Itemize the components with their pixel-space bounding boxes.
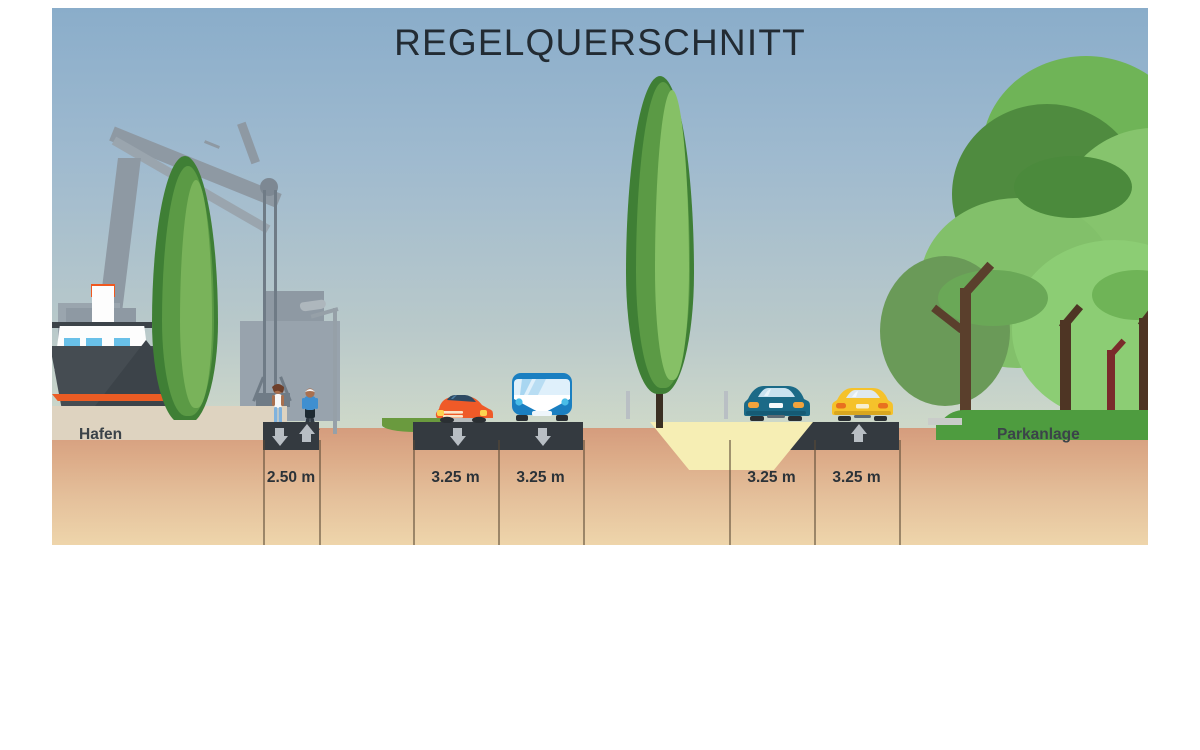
tree-trunk [1139, 318, 1148, 420]
median-post [626, 391, 630, 419]
dimension-label-footpath: 2.50 m [266, 469, 316, 486]
section-divider [583, 440, 585, 545]
section-divider [814, 440, 816, 545]
page-title: REGELQUERSCHNITT [394, 22, 806, 63]
orange-car-rear [431, 387, 493, 423]
tree-trunk [960, 288, 971, 420]
section-divider [263, 440, 265, 545]
section-divider [899, 440, 901, 545]
cross-section-illustration: REGELQUERSCHNITT [52, 8, 1148, 545]
lamp-pole [333, 308, 337, 434]
section-divider [319, 440, 321, 545]
canopy-shadow [1014, 156, 1132, 218]
tree-trunk [656, 390, 663, 428]
ground-cross-section [52, 428, 1148, 545]
tree-crown-light [655, 90, 689, 380]
canopy-shadow [938, 270, 1048, 326]
direction-arrow-down-head [449, 436, 466, 446]
verge-surface [52, 420, 268, 440]
direction-arrow-down-head [271, 436, 288, 446]
direction-arrow-down [453, 428, 462, 438]
direction-arrow-down [275, 428, 284, 438]
tree-trunk-red [1107, 350, 1115, 420]
harbour-label: Hafen [79, 426, 123, 443]
section-divider [729, 440, 731, 545]
crane-cable [263, 190, 266, 398]
teal-car-front [742, 383, 810, 423]
direction-arrow-down [538, 428, 547, 438]
park-kerb [928, 418, 962, 425]
dimension-label-lane-2: 3.25 m [516, 469, 565, 486]
dimension-label-lane-3: 3.25 m [747, 469, 796, 486]
median-post [724, 391, 728, 419]
direction-arrow-up-head [298, 424, 315, 434]
blue-bus-front [510, 371, 574, 423]
ship-funnel [92, 286, 114, 328]
section-divider [413, 440, 415, 545]
direction-arrow-up [302, 432, 311, 442]
park-label: Parkanlage [997, 426, 1080, 443]
ship-waterline-stripe [52, 394, 195, 401]
crane-cable [274, 190, 277, 398]
dimension-label-lane-4: 3.25 m [832, 469, 881, 486]
direction-arrow-up [854, 432, 863, 442]
park-lawn-base [936, 422, 1148, 440]
direction-arrow-up-head [850, 424, 867, 434]
tree-trunk [1060, 320, 1071, 420]
dimension-label-lane-1: 3.25 m [431, 469, 480, 486]
section-divider [498, 440, 500, 545]
yellow-car-rear [830, 384, 894, 422]
tree-crown-light [180, 180, 212, 408]
ship-deck-line [52, 322, 152, 328]
direction-arrow-down-head [534, 436, 551, 446]
